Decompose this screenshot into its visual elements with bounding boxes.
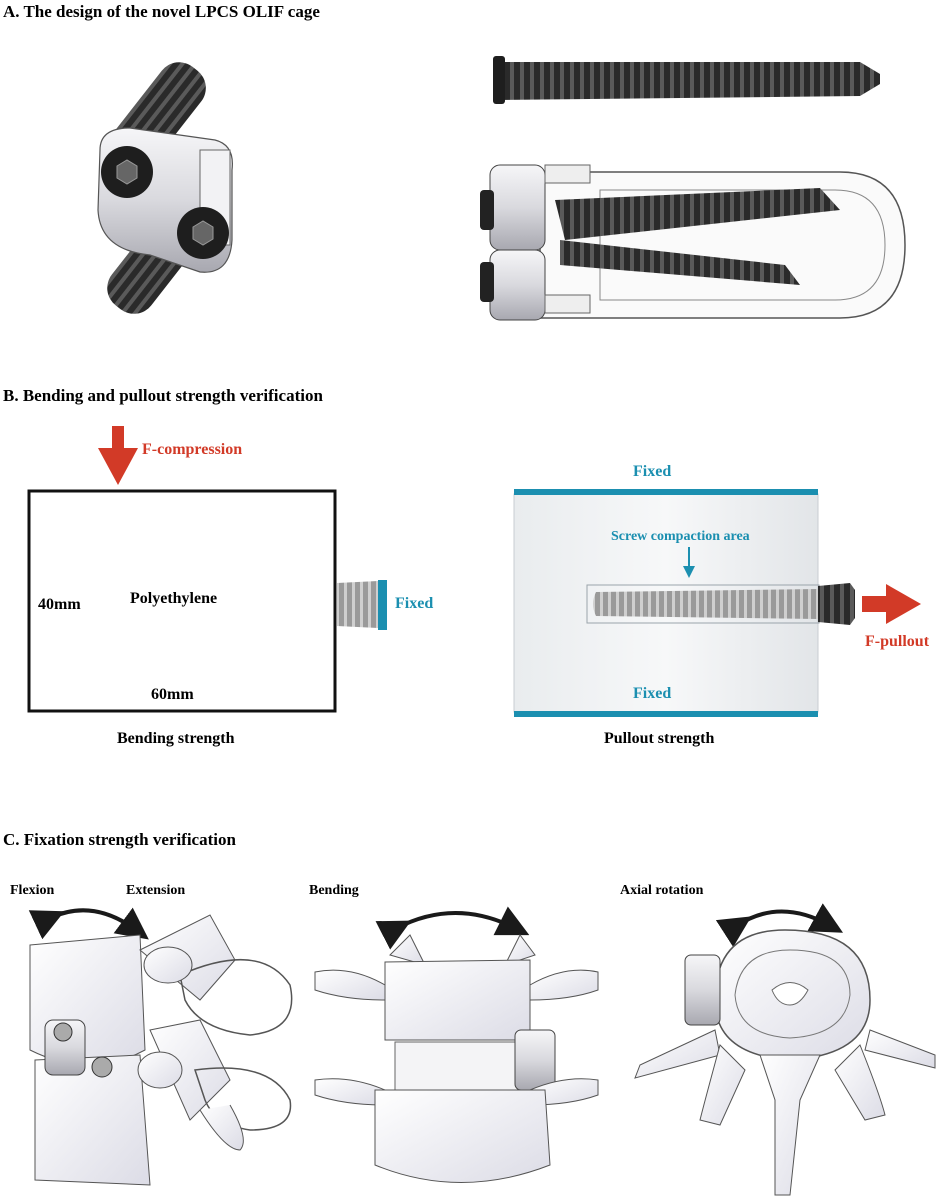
pullout-fixed-bottom-label: Fixed [633, 685, 672, 702]
cage-front-view [97, 62, 233, 314]
compression-arrow-head [98, 448, 138, 485]
bending-screw [337, 581, 378, 628]
pullout-screw-head [818, 583, 855, 625]
f-pullout-label: F-pullout [865, 633, 930, 650]
fixed-plate-top [514, 489, 818, 495]
pullout-strength-caption: Pullout strength [604, 730, 715, 747]
pullout-fixed-top-label: Fixed [633, 463, 672, 480]
panel-c-title: C. Fixation strength verification [3, 830, 236, 849]
lateral-bending-model [314, 906, 599, 1183]
bending-fixed-plate [378, 580, 387, 630]
flexion-extension-model [28, 907, 293, 1186]
axial-rotation-model [634, 903, 936, 1196]
axial-rotation-label: Axial rotation [620, 883, 704, 898]
pullout-diagram [513, 489, 921, 717]
bending-label: Bending [309, 883, 359, 898]
height-label: 40mm [38, 596, 81, 613]
panel-a-title: A. The design of the novel LPCS OLIF cag… [3, 2, 320, 21]
compression-arrow-shaft [112, 426, 124, 450]
screw-side-view [493, 56, 880, 104]
polyethylene-label: Polyethylene [130, 590, 218, 607]
panel-b-title: B. Bending and pullout strength verifica… [3, 386, 323, 405]
pullout-arrow-shaft [862, 596, 888, 612]
f-compression-label: F-compression [142, 441, 243, 458]
cage-side-view [480, 164, 906, 321]
width-label: 60mm [151, 686, 194, 703]
bending-fixed-label: Fixed [395, 595, 434, 612]
screw-compaction-area-label: Screw compaction area [611, 529, 750, 544]
polyethylene-block [27, 489, 337, 713]
flexion-label: Flexion [10, 883, 55, 898]
pullout-screw [593, 589, 818, 619]
pullout-arrow-head [886, 584, 921, 624]
compaction-pointer-head [683, 566, 695, 578]
fixed-plate-bottom [514, 711, 818, 717]
bending-diagram [27, 426, 387, 713]
extension-label: Extension [126, 883, 186, 898]
bending-strength-caption: Bending strength [117, 730, 235, 747]
